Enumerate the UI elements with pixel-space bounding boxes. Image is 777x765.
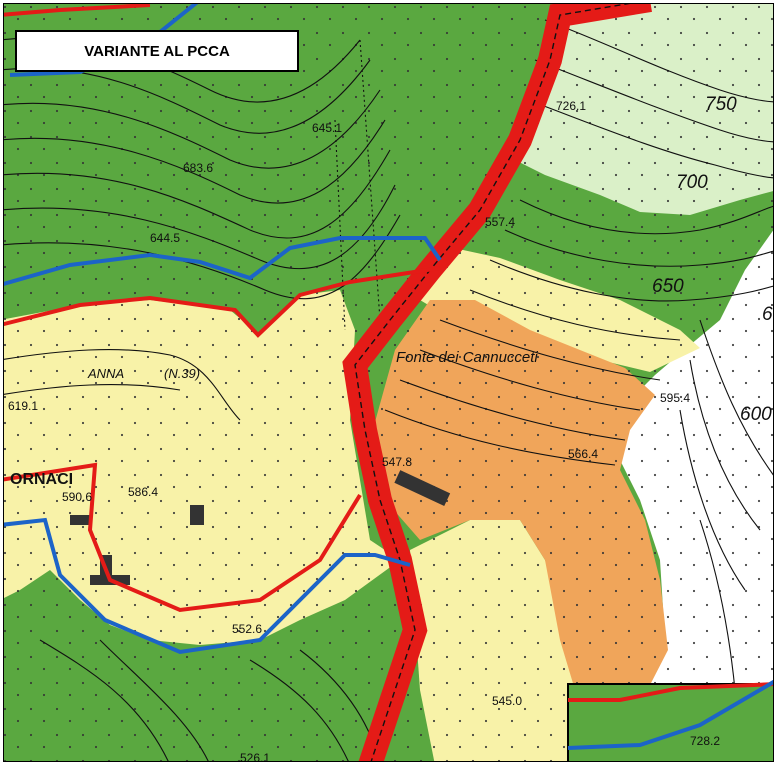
- contour-600: 600: [740, 404, 772, 425]
- contour-750: 750: [705, 94, 737, 115]
- contour-lines: [4, 19, 773, 761]
- elev-590-6: 590.6: [62, 490, 92, 504]
- place-n39: (N.39): [164, 366, 200, 381]
- elev-526-1: 526.1: [240, 751, 270, 765]
- contour-65: 65: [762, 304, 777, 325]
- road-centerline: [354, 4, 631, 761]
- elev-547-8: 547.8: [382, 455, 412, 469]
- place-anna: ANNA: [87, 366, 124, 381]
- place-ornaci: ORNACI: [10, 471, 73, 488]
- contour-650: 650: [652, 276, 684, 297]
- elev-566-4: 566.4: [568, 447, 598, 461]
- contour-700: 700: [676, 172, 708, 193]
- elev-728-2: 728.2: [690, 734, 720, 748]
- elev-683-6: 683.6: [183, 161, 213, 175]
- elev-595-4: 595.4: [660, 391, 690, 405]
- elev-619-1: 619.1: [8, 399, 38, 413]
- place-fonte-dei-cannucceti: Fonte dei Cannucceti: [396, 349, 538, 366]
- elev-645-1: 645.1: [312, 121, 342, 135]
- elev-726-1: 726.1: [556, 99, 586, 113]
- elev-545-0: 545.0: [492, 694, 522, 708]
- elev-552-6: 552.6: [232, 622, 262, 636]
- map-title: VARIANTE AL PCCA: [15, 30, 299, 72]
- inset-panel: [567, 680, 773, 761]
- elev-586-4: 586.4: [128, 485, 158, 499]
- elev-557-4: 557.4: [485, 215, 515, 229]
- elev-644-5: 644.5: [150, 231, 180, 245]
